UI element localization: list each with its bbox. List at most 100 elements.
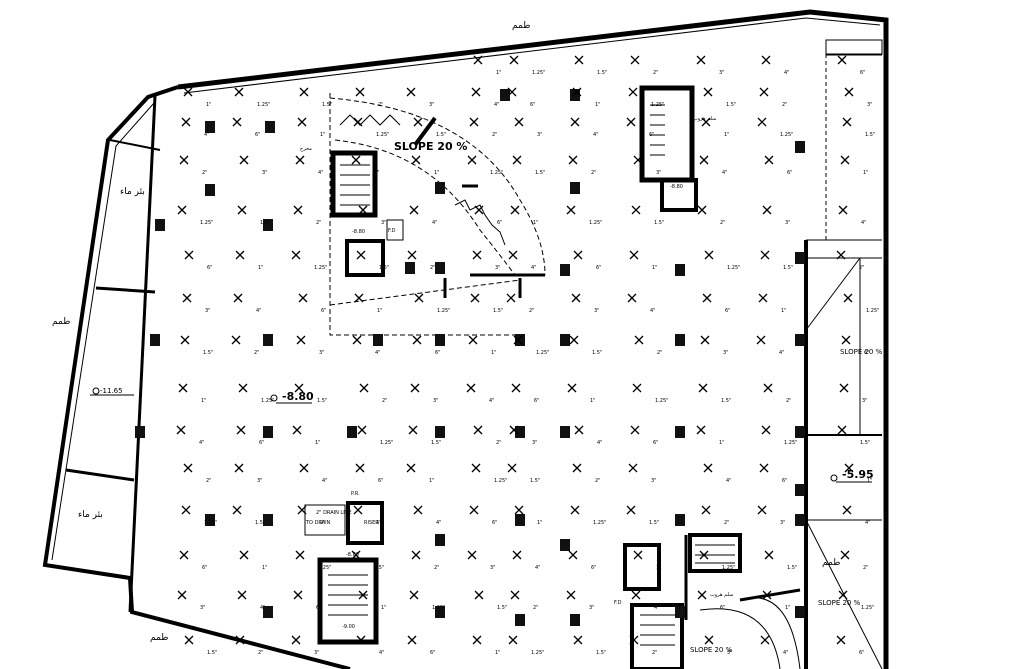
slope-dim: 1" bbox=[320, 132, 325, 138]
slope-dim: 2" bbox=[492, 132, 497, 138]
column bbox=[795, 141, 805, 153]
slope-dim: 2" bbox=[657, 350, 662, 356]
drain-mark bbox=[179, 550, 189, 560]
drain-mark bbox=[841, 335, 851, 345]
stair-core-a bbox=[330, 150, 404, 277]
drain-mark bbox=[234, 463, 244, 473]
column bbox=[435, 606, 445, 618]
slope-dim: 3" bbox=[862, 398, 867, 404]
column bbox=[435, 334, 445, 346]
drain-mark bbox=[633, 155, 643, 165]
slope-dim: 1.5" bbox=[255, 520, 265, 526]
column bbox=[263, 606, 273, 618]
level-left: -11.65 bbox=[100, 387, 123, 395]
drain-mark bbox=[177, 205, 187, 215]
drain-mark bbox=[233, 293, 243, 303]
slope-dim: 3" bbox=[495, 265, 500, 271]
drain-mark bbox=[838, 590, 848, 600]
slope-dim: 2" bbox=[316, 220, 321, 226]
drain-mark bbox=[355, 463, 365, 473]
slope-dim: 1" bbox=[867, 478, 872, 484]
drain-mark bbox=[471, 87, 481, 97]
slope-dim: 4" bbox=[865, 520, 870, 526]
slope-dim: 1.5" bbox=[649, 520, 659, 526]
slope-dim: 1.25" bbox=[589, 220, 602, 226]
drain-mark bbox=[699, 550, 709, 560]
stair-c-level: -8.80 bbox=[346, 552, 359, 558]
note-fire: سلم هروب bbox=[693, 116, 716, 122]
slope-dim: 6" bbox=[725, 308, 730, 314]
slope-dim: 2" bbox=[786, 398, 791, 404]
fill-label-top: طمم bbox=[512, 21, 530, 31]
slope-dim: 1" bbox=[785, 605, 790, 611]
drain-mark bbox=[572, 87, 582, 97]
drain-mark bbox=[704, 635, 714, 645]
drain-mark bbox=[358, 205, 368, 215]
drain-mark bbox=[413, 117, 423, 127]
slope-dim: 1.5" bbox=[535, 170, 545, 176]
drain-mark bbox=[759, 463, 769, 473]
slope-dim: 6" bbox=[492, 520, 497, 526]
drain-mark bbox=[510, 205, 520, 215]
slope-dim: 1.25" bbox=[722, 565, 735, 571]
slope-dim: 3" bbox=[205, 308, 210, 314]
drain-mark bbox=[291, 250, 301, 260]
slope-dim: 4" bbox=[597, 440, 602, 446]
riser-b: P.R. bbox=[351, 491, 360, 497]
fd-a: F.D bbox=[388, 228, 396, 234]
slope-dim: 1" bbox=[781, 308, 786, 314]
slope-label-top: SLOPE 20 % bbox=[394, 140, 467, 153]
slope-dim: 6" bbox=[378, 478, 383, 484]
floor-drain-marks bbox=[176, 55, 854, 645]
slope-dim: 1" bbox=[590, 398, 595, 404]
column bbox=[435, 262, 445, 274]
slope-dim: 3" bbox=[719, 70, 724, 76]
column bbox=[795, 252, 805, 264]
slope-dim: 3" bbox=[723, 350, 728, 356]
column bbox=[435, 426, 445, 438]
slope-dim: 1" bbox=[434, 170, 439, 176]
drain-mark bbox=[406, 87, 416, 97]
drain-mark bbox=[837, 55, 847, 65]
slope-dim: 1" bbox=[595, 102, 600, 108]
drain-mark bbox=[472, 635, 482, 645]
slope-dim: 1.25" bbox=[531, 650, 544, 656]
slope-dim: 4" bbox=[489, 398, 494, 404]
slope-dim: 2" bbox=[206, 478, 211, 484]
slope-dim: 6" bbox=[860, 70, 865, 76]
slope-dim: 2" bbox=[320, 520, 325, 526]
slope-dim: 2" bbox=[529, 308, 534, 314]
drain-mark bbox=[631, 590, 641, 600]
drain-mark bbox=[235, 635, 245, 645]
slope-dim: 4" bbox=[593, 132, 598, 138]
slope-dim: 1.5" bbox=[493, 308, 503, 314]
drain-mark bbox=[356, 635, 366, 645]
drain-mark bbox=[177, 590, 187, 600]
drain-mark bbox=[703, 463, 713, 473]
drain-mark bbox=[628, 463, 638, 473]
slope-dim: 1" bbox=[496, 70, 501, 76]
slope-dim: 3" bbox=[429, 102, 434, 108]
drain-mark bbox=[764, 550, 774, 560]
drain-mark bbox=[506, 293, 516, 303]
drain-mark bbox=[414, 293, 424, 303]
slope-dim: 1" bbox=[381, 605, 386, 611]
slope-dim: 3" bbox=[656, 170, 661, 176]
slope-dim: 6" bbox=[321, 308, 326, 314]
slope-dim: 1.5" bbox=[317, 398, 327, 404]
slope-dim: 1.25" bbox=[494, 478, 507, 484]
column bbox=[570, 614, 580, 626]
slope-dim: 6" bbox=[255, 132, 260, 138]
slope-dim: 4" bbox=[256, 308, 261, 314]
column bbox=[263, 426, 273, 438]
drain-mark bbox=[634, 335, 644, 345]
slope-label-bottom: SLOPE 20 % bbox=[690, 646, 733, 654]
drain-mark bbox=[699, 155, 709, 165]
drain-mark bbox=[293, 205, 303, 215]
column bbox=[570, 89, 580, 101]
column bbox=[515, 514, 525, 526]
slope-dim: 1.5" bbox=[654, 220, 664, 226]
drain-mark bbox=[513, 335, 523, 345]
